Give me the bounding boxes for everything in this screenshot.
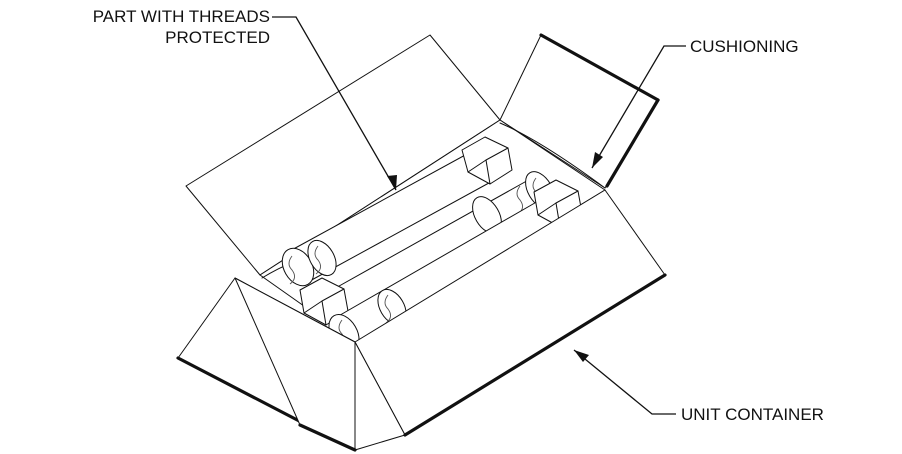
front-flap-edge [403,273,667,437]
leader-unit-container [573,349,676,415]
bolt-upper [281,136,513,287]
callout-part-line2: PROTECTED [165,28,270,47]
leader-part-with-threads [272,16,397,191]
leader-cushioning [591,45,686,169]
callout-part-with-threads: PART WITH THREADS PROTECTED [8,6,270,48]
left-flap-edge [176,356,307,426]
callout-part-line1: PART WITH THREADS [92,7,270,26]
box-front-bottom [354,341,406,451]
callout-cushioning: CUSHIONING [690,37,799,56]
box-bottom-edge [298,423,357,452]
right-flap-edge-2 [605,98,660,188]
callout-unit-container: UNIT CONTAINER [681,405,824,424]
